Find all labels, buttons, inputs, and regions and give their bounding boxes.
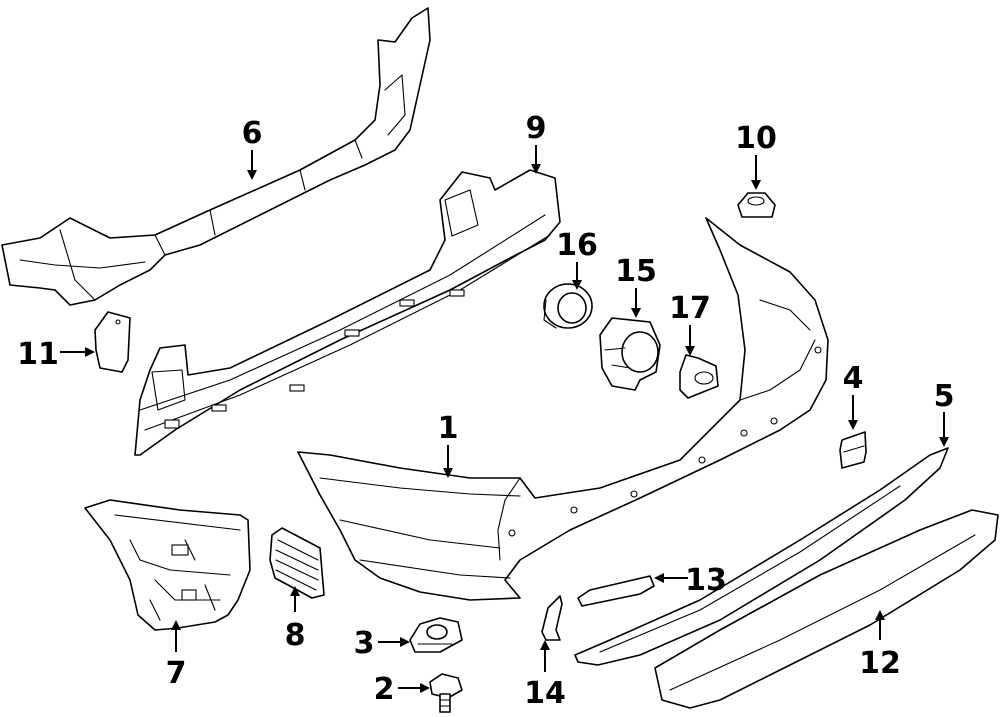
callout-10: 10 [735, 121, 777, 156]
callout-13: 13 [685, 563, 727, 598]
callout-7: 7 [166, 656, 187, 691]
callout-11: 11 [17, 337, 59, 372]
callout-16: 16 [556, 228, 598, 263]
part-12-diffuser[interactable] [654, 509, 999, 709]
part-13-trim-strip[interactable] [577, 575, 655, 607]
callout-9: 9 [526, 111, 547, 146]
part-14-small-bracket[interactable] [541, 595, 563, 641]
callout-6: 6 [242, 116, 263, 151]
callout-2: 2 [374, 672, 395, 707]
callout-14: 14 [524, 676, 566, 711]
part-8-reflector[interactable] [269, 527, 325, 599]
callout-labels: 6 9 10 16 15 17 11 4 5 1 13 8 7 12 14 3 … [17, 111, 954, 711]
callout-8: 8 [285, 618, 306, 653]
callout-12: 12 [859, 646, 901, 681]
callout-3: 3 [354, 626, 375, 661]
part-16-sensor-ring[interactable] [543, 283, 593, 329]
part-2-bolt[interactable] [429, 673, 463, 713]
callout-1: 1 [438, 411, 459, 446]
part-10-nut[interactable] [737, 192, 776, 218]
part-5-lower-trim[interactable] [574, 447, 949, 666]
callout-leaders [60, 145, 949, 693]
part-4-clip[interactable] [839, 431, 867, 469]
part-9-bumper-reinforcement[interactable] [134, 169, 561, 456]
callout-17: 17 [669, 291, 711, 326]
callout-15: 15 [615, 254, 657, 289]
part-7-side-bracket[interactable] [84, 499, 251, 631]
part-6-energy-absorber[interactable] [1, 7, 431, 306]
part-1-bumper-cover[interactable] [297, 217, 829, 601]
part-15-park-sensor[interactable] [599, 317, 661, 391]
part-17-sensor-bracket[interactable] [679, 354, 719, 399]
part-11-bracket-plate[interactable] [94, 311, 131, 373]
callout-4: 4 [843, 361, 864, 396]
callout-5: 5 [934, 379, 955, 414]
part-3-clip-nut[interactable] [409, 617, 463, 653]
